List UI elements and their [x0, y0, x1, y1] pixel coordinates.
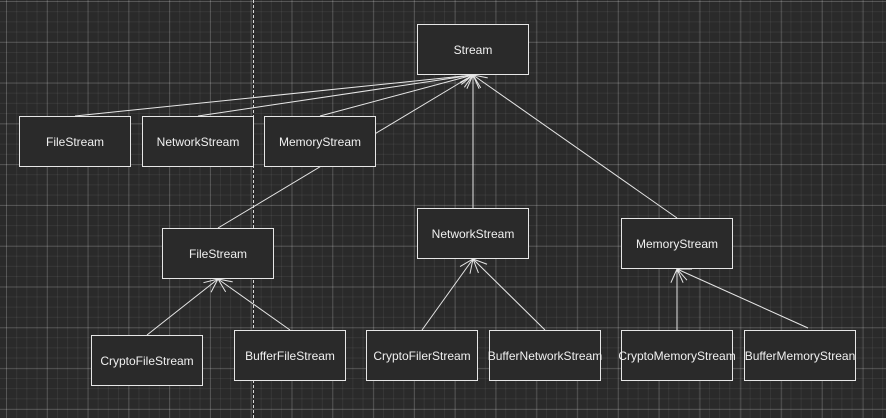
node-label: CryptoMemoryStream — [618, 348, 736, 363]
edge-line — [74, 74, 474, 117]
node-label: NetworkStream — [431, 226, 515, 241]
edge-line — [217, 278, 291, 331]
edge-line — [319, 74, 474, 117]
node-networkstream-l1[interactable]: NetworkStream — [142, 116, 254, 167]
edge-line — [146, 278, 219, 336]
edge-line — [676, 268, 809, 329]
edge-networkstream-l1-to-stream — [197, 70, 475, 117]
node-memorystream-l2[interactable]: MemoryStream — [621, 218, 733, 269]
node-buffernetworkstream[interactable]: BufferNetworkStream — [487, 330, 603, 381]
node-label: BufferFileStream — [245, 348, 335, 363]
arrowhead-icon — [216, 278, 233, 293]
edge-cryptofilerstream-to-networkstream-l2 — [421, 258, 474, 331]
edge-cryptomemorystream-to-memorystream-l2 — [670, 267, 684, 330]
node-bufferfilestream[interactable]: BufferFileStream — [234, 330, 346, 381]
node-label: BufferMemoryStrean — [744, 348, 856, 363]
node-label: NetworkStream — [156, 134, 240, 149]
edge-bufferfilestream-to-filestream-l2 — [216, 278, 291, 331]
node-filestream-l2[interactable]: FileStream — [162, 228, 274, 279]
edge-line — [421, 258, 474, 331]
node-label: CryptoFilerStream — [373, 348, 471, 363]
node-stream[interactable]: Stream — [417, 24, 529, 75]
node-label: FileStream — [188, 246, 247, 261]
node-label: BufferNetworkStream — [487, 348, 603, 363]
node-networkstream-l2[interactable]: NetworkStream — [417, 208, 529, 259]
edge-networkstream-l2-to-stream — [466, 73, 480, 208]
node-label: CryptoFileStream — [100, 353, 194, 368]
node-cryptomemorystream[interactable]: CryptoMemoryStream — [618, 330, 736, 381]
node-buffermemorystream[interactable]: BufferMemoryStrean — [744, 330, 856, 381]
node-cryptofilerstream[interactable]: CryptoFilerStream — [366, 330, 478, 381]
node-label: MemoryStream — [278, 134, 361, 149]
arrowhead-icon — [471, 74, 488, 89]
node-memorystream-l1[interactable]: MemoryStream — [264, 116, 376, 167]
edge-line — [472, 258, 546, 331]
edge-buffermemorystream-to-memorystream-l2 — [675, 268, 809, 329]
node-label: Stream — [453, 42, 493, 57]
edge-buffernetworkstream-to-networkstream-l2 — [472, 258, 546, 331]
edge-cryptofilestream-to-filestream-l2 — [146, 278, 219, 336]
edge-line — [472, 74, 678, 219]
arrowhead-icon — [472, 258, 488, 274]
node-label: MemoryStream — [635, 236, 718, 251]
node-cryptofilestream[interactable]: CryptoFileStream — [91, 335, 203, 386]
node-label: FileStream — [45, 134, 104, 149]
node-filestream-l1[interactable]: FileStream — [19, 116, 131, 167]
vertical-guide-line — [253, 0, 254, 418]
edge-memorystream-l2-to-stream — [471, 74, 678, 219]
edge-line — [197, 74, 474, 117]
arrowhead-icon — [675, 268, 693, 281]
edge-filestream-l1-to-stream — [74, 69, 475, 117]
